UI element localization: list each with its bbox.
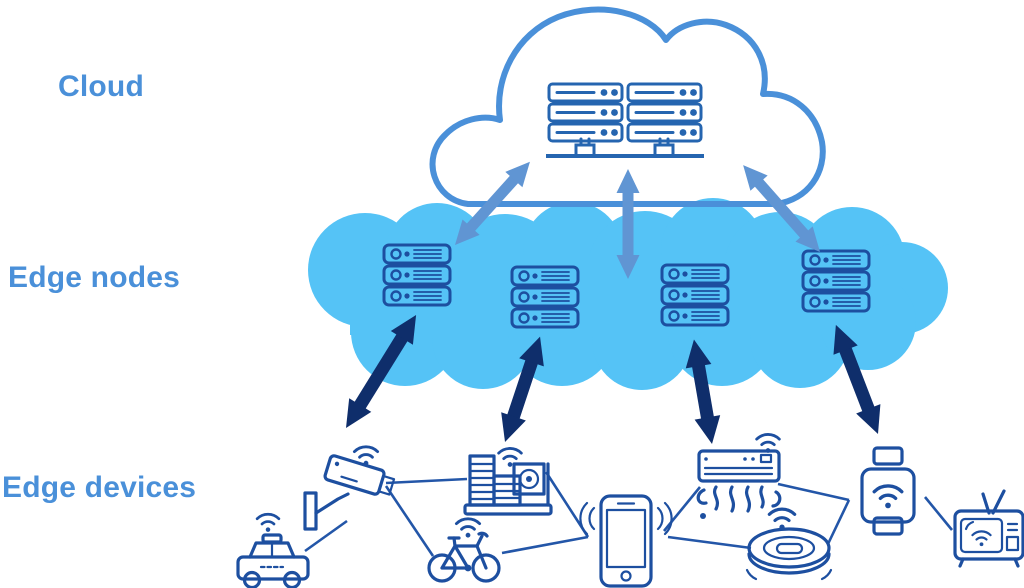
industrial-machine-icon (463, 447, 553, 516)
cctv-camera-icon (303, 445, 396, 531)
retro-tv-icon (953, 489, 1024, 568)
edge-node-servers (382, 243, 871, 329)
bidirectional-arrow (743, 165, 820, 252)
cloud-outline (429, 6, 826, 207)
cloud-edge-arrows (455, 161, 820, 279)
cloud-server-racks (546, 82, 704, 158)
police-car-icon (236, 512, 310, 588)
edge-server-icon (510, 265, 580, 329)
bidirectional-arrow (616, 169, 640, 279)
bidirectional-arrow (346, 314, 417, 428)
server-rack-icon (625, 82, 704, 158)
edge-server-icon (660, 263, 730, 327)
network-link-icon (625, 137, 704, 158)
bidirectional-arrow (455, 161, 530, 245)
robot-vacuum-icon (745, 507, 833, 581)
wifi-icon (767, 507, 797, 531)
wifi-icon (872, 484, 904, 510)
airflow (696, 485, 782, 519)
bidirectional-arrow (501, 336, 544, 442)
air-conditioner-icon (696, 433, 782, 519)
wifi-icon (454, 517, 482, 539)
device-links (304, 471, 954, 557)
edge-server-icon (801, 249, 871, 313)
edge-devices-layer-label: Edge devices (2, 471, 197, 504)
bicycle-icon (427, 517, 501, 583)
bidirectional-arrow (685, 339, 721, 444)
server-rack-icon (546, 82, 625, 158)
edge-devices (236, 433, 1024, 588)
edge-nodes-layer-label: Edge nodes (8, 261, 181, 294)
cloud-layer-label: Cloud (58, 70, 144, 103)
network-link-icon (546, 137, 625, 158)
edge-device-arrows (346, 314, 881, 444)
smartphone-icon (579, 494, 673, 588)
smartwatch-icon (860, 446, 916, 536)
bidirectional-arrow (833, 324, 881, 434)
edge-server-icon (382, 243, 452, 307)
wifi-icon (255, 512, 281, 533)
wifi-icon (971, 530, 992, 547)
